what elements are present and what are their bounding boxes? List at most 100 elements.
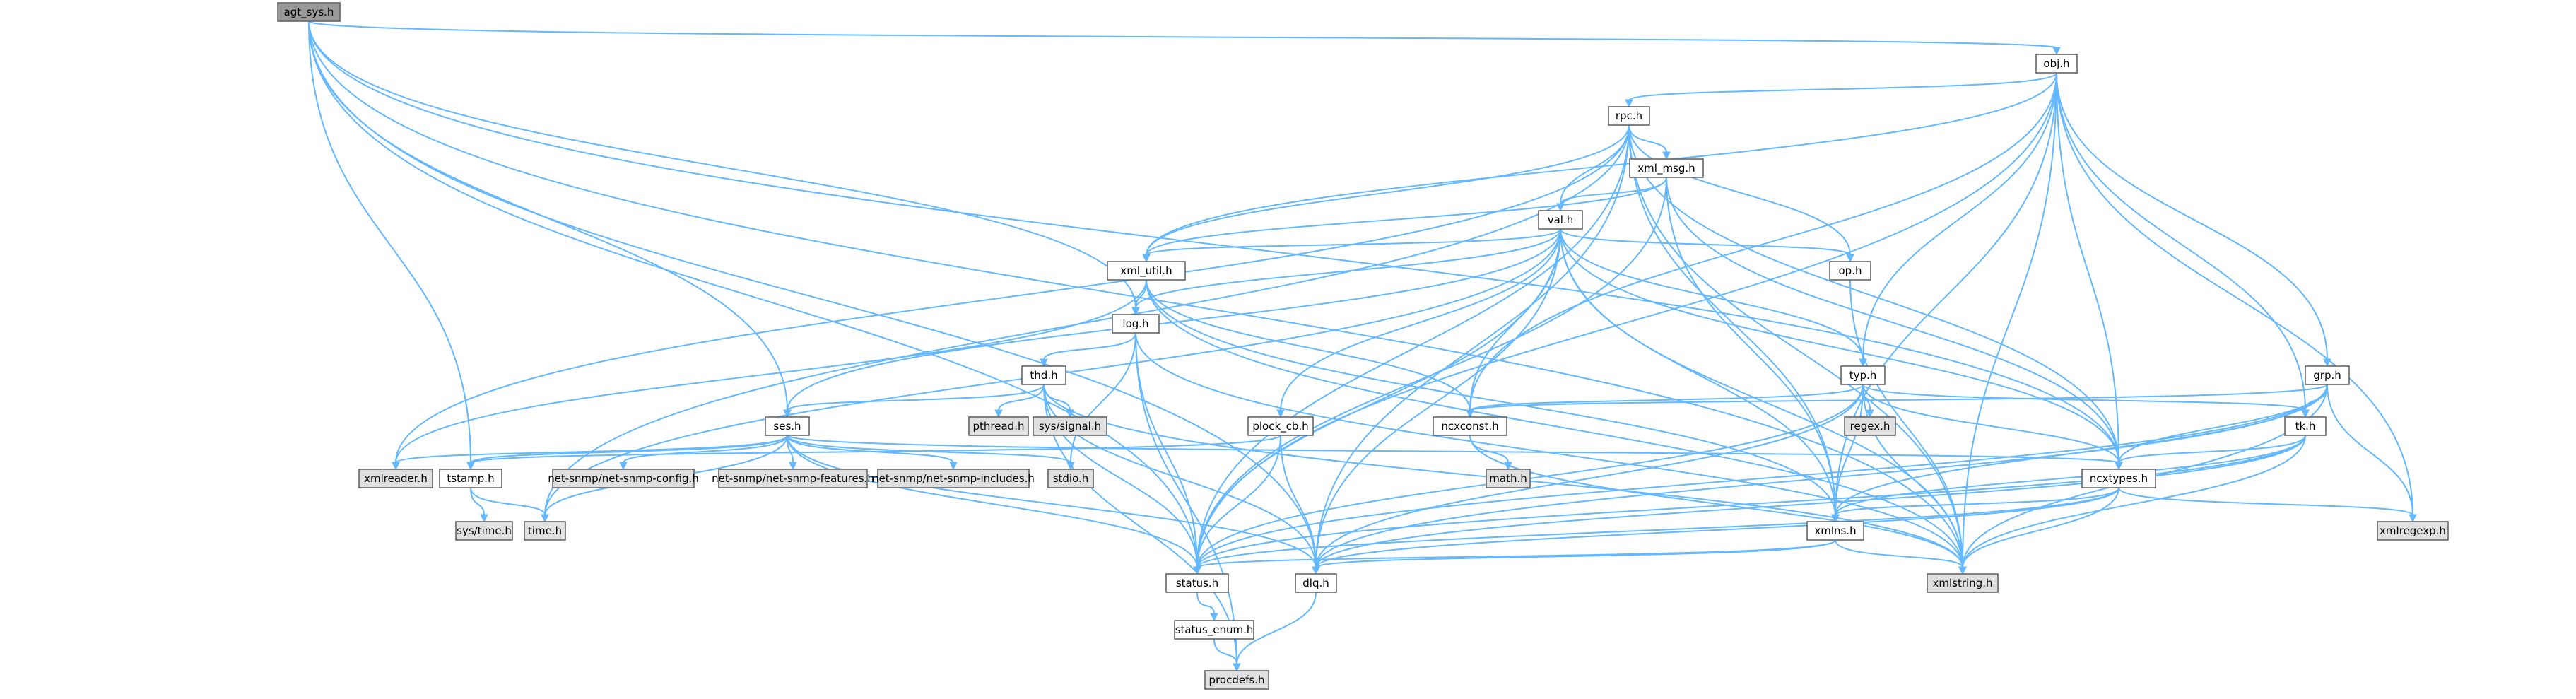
node-box <box>1840 365 1886 385</box>
node-label: xmlstring.h <box>1933 577 1993 589</box>
node-grp[interactable]: grp.h <box>2305 365 2350 385</box>
edge-obj-to-grp <box>2056 72 2331 368</box>
node-status[interactable]: status.h <box>1165 573 1229 593</box>
node-box <box>2284 416 2327 436</box>
node-xml-util[interactable]: xml_util.h <box>1107 261 1186 281</box>
edge-obj-to-xml_util <box>1142 72 2057 263</box>
node-layer: agt_sys.h obj.h rpc.h xml_msg.h val.h xml_uti… <box>277 2 2449 690</box>
node-thd[interactable]: thd.h <box>1021 365 1066 385</box>
node-box <box>1047 469 1094 488</box>
node-label: ncxtypes.h <box>2090 472 2148 485</box>
node-ncxconst[interactable]: ncxconst.h <box>1433 416 1507 436</box>
edge-layer <box>308 20 2417 672</box>
node-label: net-snmp/net-snmp-features.h <box>712 472 874 485</box>
node-label: tstamp.h <box>447 472 494 485</box>
node-xmlreader[interactable]: xmlreader.h <box>358 469 433 488</box>
node-xml-msg[interactable]: xml_msg.h <box>1629 158 1704 178</box>
node-label: regex.h <box>1850 420 1890 433</box>
edge-grp-to-ncxconst <box>1466 384 2328 418</box>
node-pthread[interactable]: pthread.h <box>968 416 1029 436</box>
node-tk[interactable]: tk.h <box>2284 416 2327 436</box>
node-box <box>524 521 566 541</box>
edge-thd-to-ses <box>783 384 1045 418</box>
edge-val-to-plock_cb <box>1276 228 1561 418</box>
edge-ncxtypes-to-xmlregexp <box>2118 487 2417 523</box>
node-box <box>765 416 810 436</box>
node-val[interactable]: val.h <box>1538 210 1583 230</box>
node-box <box>1927 573 1999 593</box>
edge-ses-to-dlq <box>787 435 1320 575</box>
node-box <box>439 469 502 488</box>
node-box <box>1608 106 1650 126</box>
node-box <box>1295 573 1337 593</box>
node-box <box>2081 469 2156 488</box>
node-time[interactable]: time.h <box>524 521 566 541</box>
edge-agt_sys-to-status <box>308 20 1201 575</box>
node-procdefs[interactable]: procdefs.h <box>1204 670 1269 690</box>
node-box <box>1107 261 1186 281</box>
node-status-enum[interactable]: status_enum.h <box>1174 620 1254 640</box>
node-dlq[interactable]: dlq.h <box>1295 573 1337 593</box>
node-regex[interactable]: regex.h <box>1844 416 1896 436</box>
edge-ses-to-netsnmp_config <box>619 435 788 471</box>
node-box <box>1033 416 1107 436</box>
node-box <box>1433 416 1507 436</box>
node-ncxtypes[interactable]: ncxtypes.h <box>2081 469 2156 488</box>
node-obj[interactable]: obj.h <box>2035 54 2078 74</box>
node-label: obj.h <box>2043 57 2069 70</box>
edge-obj-to-tk <box>2056 72 2310 418</box>
node-box <box>358 469 433 488</box>
edge-grp-to-xmlregexp <box>2327 384 2417 523</box>
node-ses[interactable]: ses.h <box>765 416 810 436</box>
node-sys-time[interactable]: sys/time.h <box>455 521 513 541</box>
edge-ses-to-status <box>787 435 1201 575</box>
node-xmlregexp[interactable]: xmlregexp.h <box>2377 521 2449 541</box>
node-label: sys/time.h <box>457 524 512 537</box>
node-stdio[interactable]: stdio.h <box>1047 469 1094 488</box>
node-xmlns[interactable]: xmlns.h <box>1806 521 1864 541</box>
node-plock-cb[interactable]: plock_cb.h <box>1247 416 1314 436</box>
node-label: rpc.h <box>1616 110 1642 122</box>
node-netsnmp-config[interactable]: net-snmp/net-snmp-config.h <box>548 469 699 488</box>
node-tstamp[interactable]: tstamp.h <box>439 469 502 488</box>
edge-status-to-status_enum <box>1196 592 1218 622</box>
node-label: log.h <box>1122 317 1148 330</box>
node-box <box>1247 416 1314 436</box>
node-typ[interactable]: typ.h <box>1840 365 1886 385</box>
node-box <box>1844 416 1896 436</box>
edge-agt_sys-to-dlq <box>308 20 1320 575</box>
edge-val-to-xml_util <box>1142 228 1561 263</box>
node-op[interactable]: op.h <box>1829 261 1871 281</box>
node-label: math.h <box>1489 472 1527 485</box>
node-netsnmp-includes[interactable]: net-snmp/net-snmp-includes.h <box>872 469 1035 488</box>
edge-val-to-xmlns <box>1560 228 1840 523</box>
node-agt-sys[interactable]: agt_sys.h <box>277 2 341 22</box>
node-netsnmp-features[interactable]: net-snmp/net-snmp-features.h <box>712 469 874 488</box>
node-box <box>968 416 1029 436</box>
edge-dlq-to-procdefs <box>1233 592 1317 672</box>
node-xmlstring[interactable]: xmlstring.h <box>1927 573 1999 593</box>
node-box <box>1165 573 1229 593</box>
node-sys-signal[interactable]: sys/signal.h <box>1033 416 1107 436</box>
edge-plock_cb-to-tstamp <box>466 435 1281 471</box>
node-label: net-snmp/net-snmp-config.h <box>548 472 699 485</box>
node-box <box>877 469 1030 488</box>
node-label: xmlns.h <box>1814 524 1856 537</box>
node-label: pthread.h <box>973 420 1025 433</box>
node-box <box>1486 469 1531 488</box>
edge-xmlns-to-dlq <box>1312 539 1836 575</box>
node-box <box>552 469 695 488</box>
edge-val-to-op <box>1560 228 1854 263</box>
edge-obj-to-xmlregexp <box>2056 72 2417 523</box>
edge-xml_util-to-ncxconst <box>1146 279 1474 418</box>
node-box <box>455 521 513 541</box>
node-rpc[interactable]: rpc.h <box>1608 106 1650 126</box>
node-box <box>1829 261 1871 281</box>
node-box <box>1629 158 1704 178</box>
node-math[interactable]: math.h <box>1486 469 1531 488</box>
node-label: xml_util.h <box>1120 264 1172 278</box>
edge-typ-to-dlq <box>1312 384 1864 575</box>
node-log[interactable]: log.h <box>1112 314 1160 334</box>
node-box <box>1174 620 1254 640</box>
